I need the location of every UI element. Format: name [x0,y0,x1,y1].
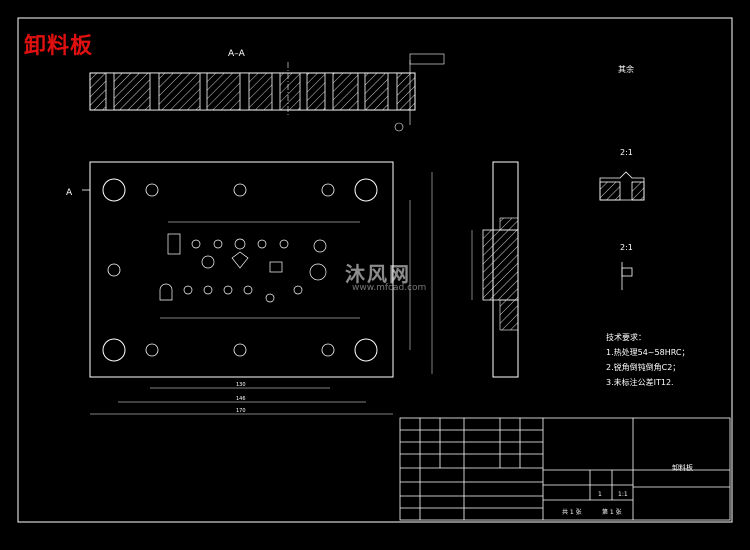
side-view [471,161,519,378]
title-sheet-total: 共 1 张 [562,508,582,516]
title-quantity: 1 [598,491,602,498]
detail-view-1 [599,171,645,201]
title-scale: 1:1 [618,491,628,498]
tech-req-item-3: 3.未标注公差IT12. [606,377,674,387]
roughness-note: 其余 [618,64,634,74]
watermark-url: www.mfcad.com [352,283,427,293]
watermark: 沐风网 [345,262,411,286]
title-part-name: 卸料板 [672,463,693,472]
detail-label-1: 2:1 [620,148,633,157]
tech-req-title: 技术要求： [606,332,646,342]
dim-width-inner: 130 [236,382,246,388]
drawing-border [17,17,733,523]
plan-view: A [66,161,433,415]
detail-view-2 [621,262,633,290]
page-label: 卸料板 [24,33,94,59]
title-block [399,417,731,521]
dim-width-total: 170 [236,408,246,414]
tech-req-item-1: 1.热处理54~58HRC； [606,347,689,357]
section-label: A–A [228,49,246,59]
section-view [89,53,445,132]
tech-req-item-2: 2.锐角倒钝倒角C2； [606,362,680,372]
detail-label-2: 2:1 [620,243,633,252]
title-sheet-no: 第 1 张 [602,508,622,516]
dim-width-mid: 146 [236,396,246,402]
section-marker: A [66,188,73,198]
